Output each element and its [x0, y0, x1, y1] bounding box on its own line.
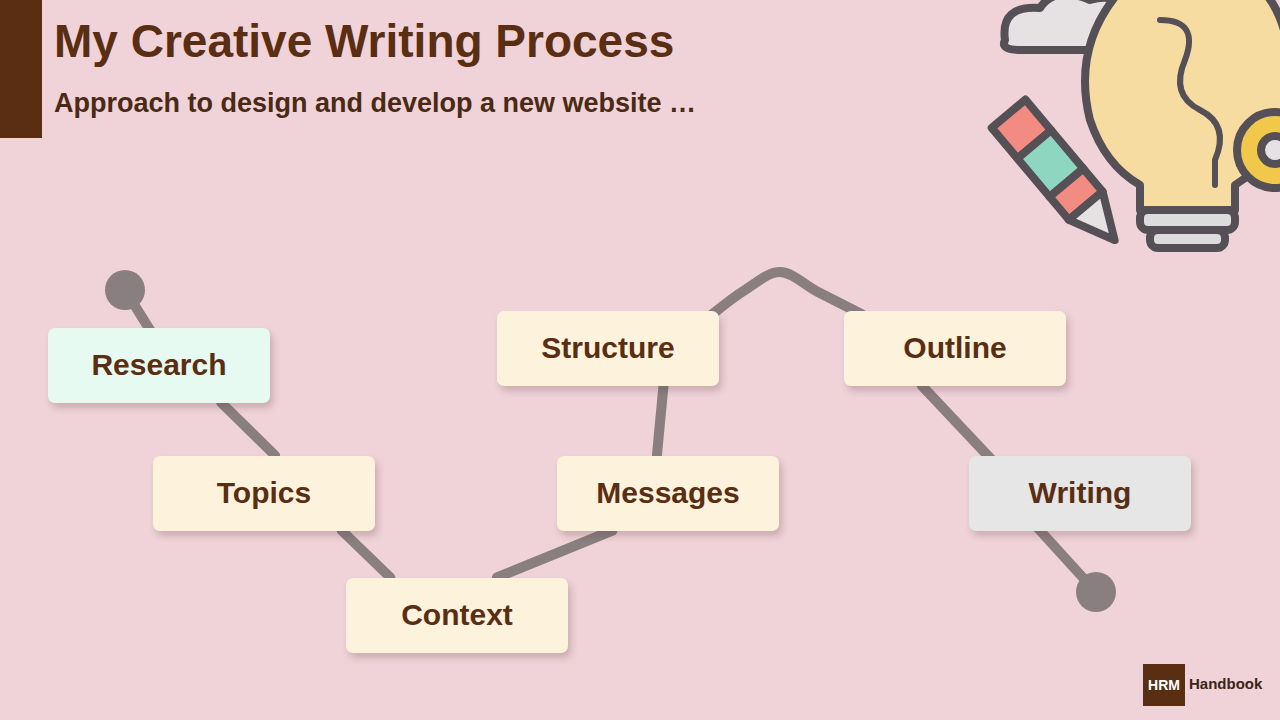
process-line — [922, 386, 992, 460]
process-step-box: Structure — [497, 311, 719, 386]
process-line — [221, 403, 275, 456]
step-label: Context — [401, 598, 513, 632]
process-line — [497, 531, 613, 578]
step-label: Messages — [596, 476, 739, 510]
process-line — [342, 531, 391, 578]
process-step-box: Outline — [844, 311, 1066, 386]
step-label: Outline — [903, 331, 1006, 365]
step-label: Research — [91, 348, 226, 382]
process-step-box: Context — [346, 578, 568, 653]
process-step-box: Research — [48, 328, 270, 403]
end-dot — [1076, 572, 1116, 612]
process-step-box: Messages — [557, 456, 779, 531]
watermark-badge: HRM — [1143, 664, 1185, 706]
lightbulb-illustration — [992, 0, 1280, 254]
accent-bar — [0, 0, 42, 138]
start-dot — [105, 270, 145, 310]
step-label: Writing — [1029, 476, 1132, 510]
process-line — [657, 386, 664, 456]
watermark-text: Handbook — [1189, 675, 1262, 692]
process-line — [712, 272, 861, 314]
diagram-title: My Creative Writing Process — [54, 14, 674, 68]
process-step-box: Writing — [969, 456, 1191, 531]
subtitle: Approach to design and develop a new web… — [54, 88, 696, 119]
step-label: Topics — [217, 476, 311, 510]
watermark-text: HRM — [1148, 677, 1180, 693]
step-label: Structure — [541, 331, 674, 365]
process-step-box: Topics — [153, 456, 375, 531]
